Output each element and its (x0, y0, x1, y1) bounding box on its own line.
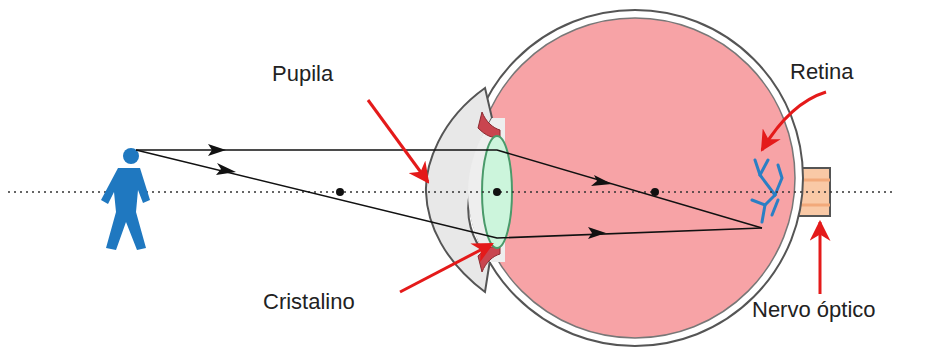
sclera (467, 10, 803, 346)
part-label: Nervo óptico (752, 298, 876, 322)
part-label: Retina (790, 60, 854, 84)
retina-vessels (752, 160, 782, 222)
iris (478, 112, 500, 138)
part-label: Pupila (272, 62, 333, 86)
light-ray (136, 150, 762, 238)
person-figure (101, 148, 150, 250)
focal-point (336, 188, 659, 196)
vitreous-body (475, 18, 795, 338)
leader-arrow (368, 92, 826, 294)
part-label: Cristalino (263, 290, 355, 314)
